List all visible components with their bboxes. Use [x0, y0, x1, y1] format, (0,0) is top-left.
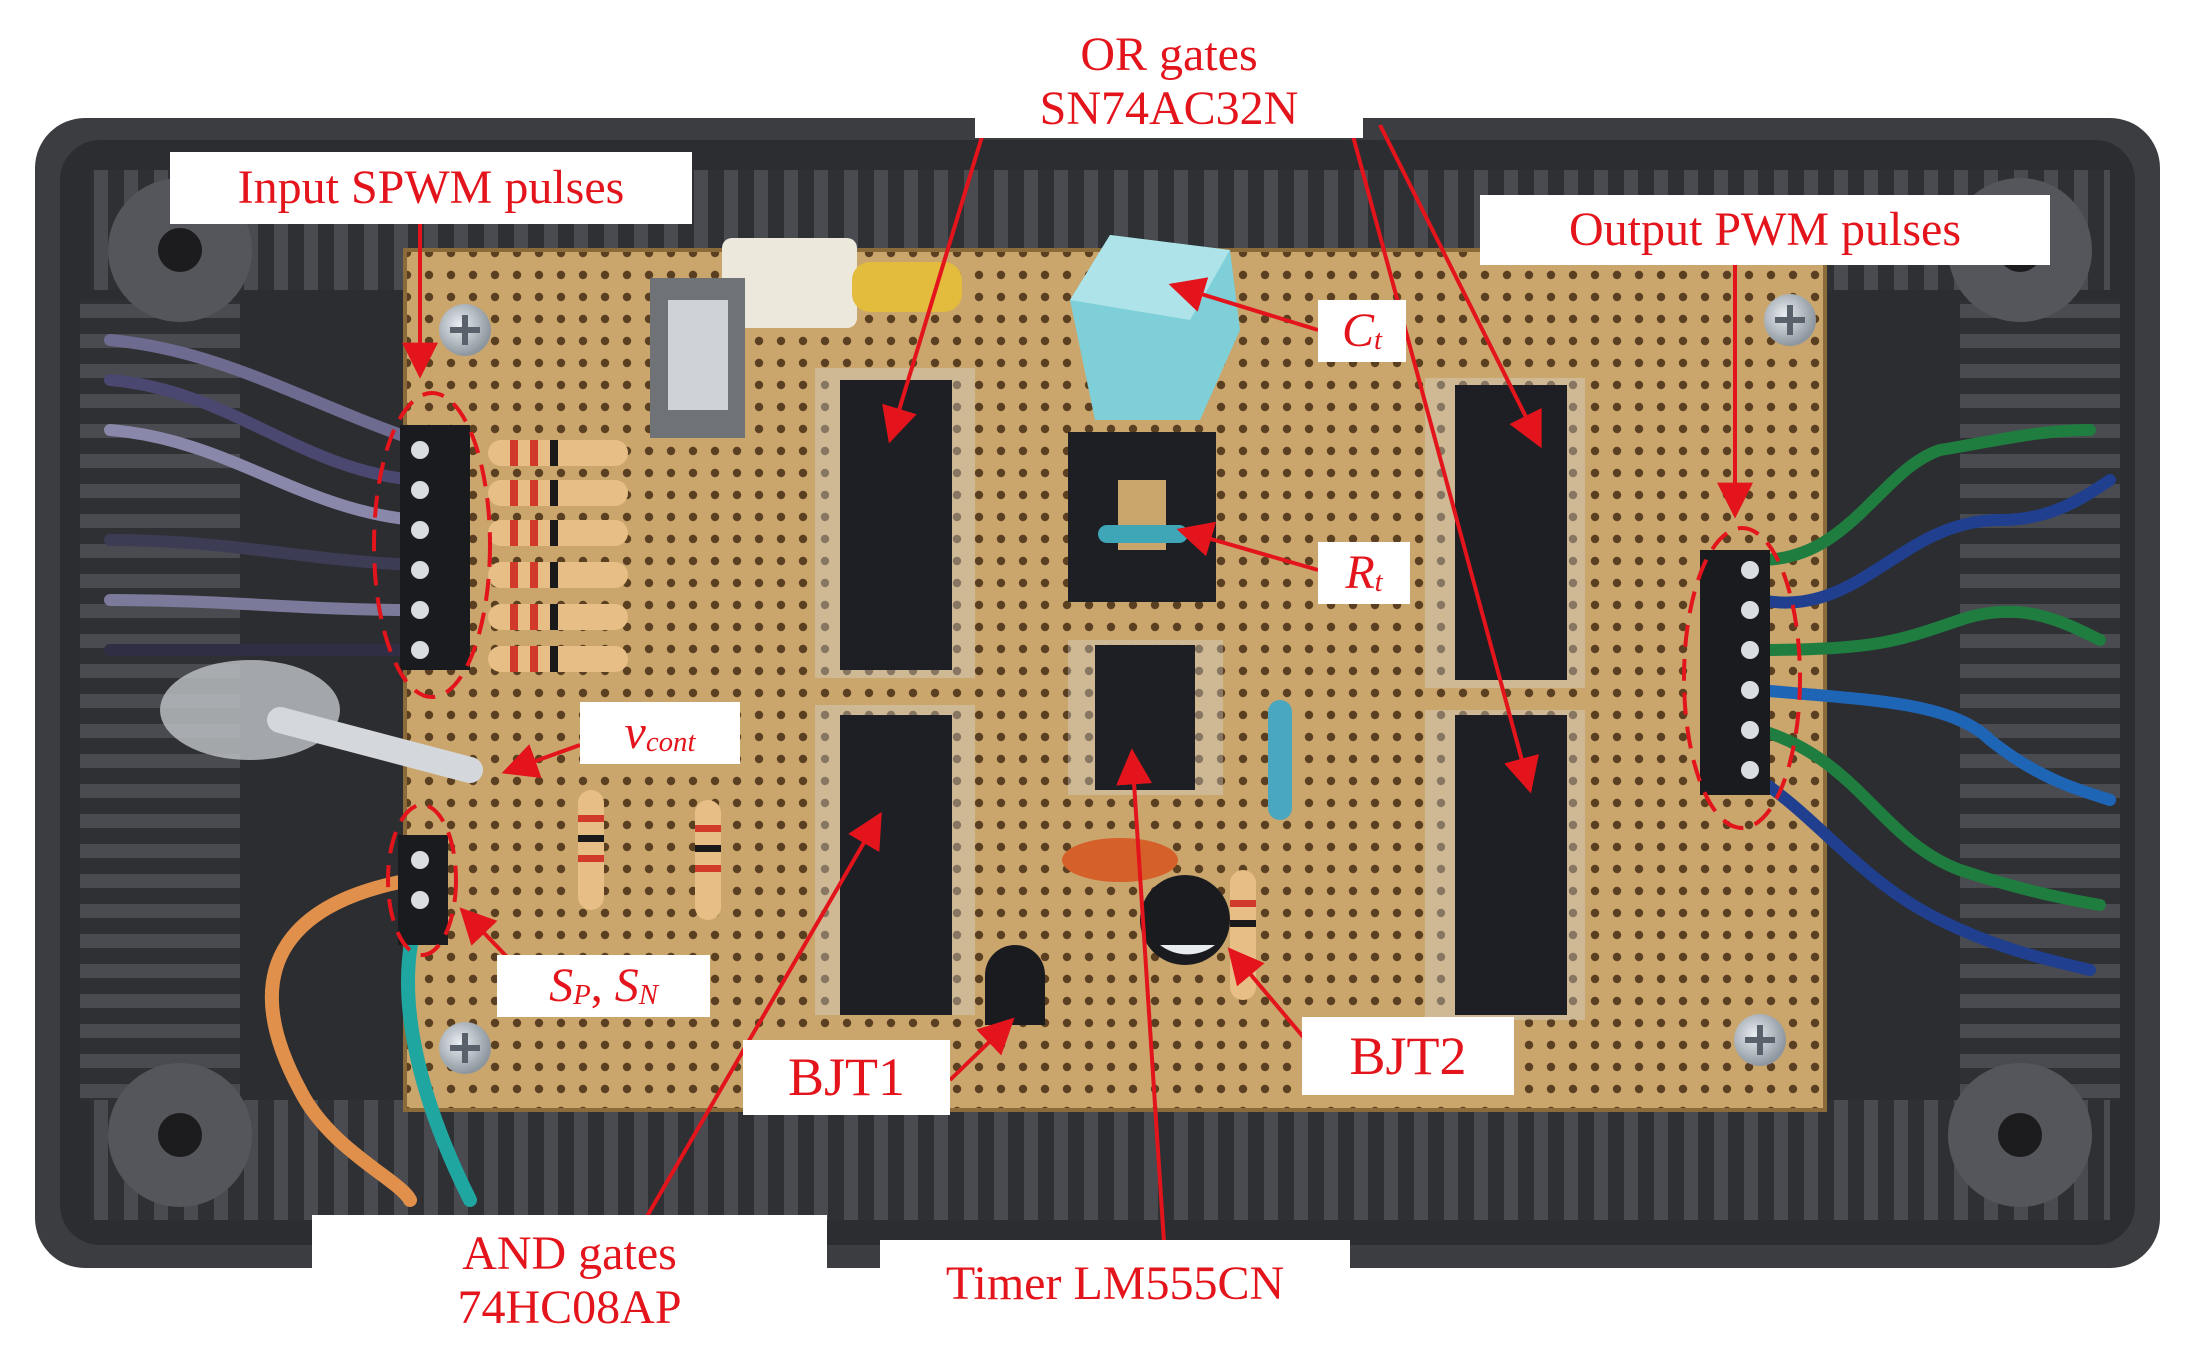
bjt2: [1140, 875, 1230, 965]
blue-resistor: [1268, 700, 1292, 820]
screw-icon: [1734, 1014, 1786, 1066]
label-rt-sub: t: [1374, 565, 1383, 598]
output-header: [1700, 550, 1770, 795]
label-bjt2: BJT2: [1302, 1017, 1514, 1095]
label-vcont: vcont: [580, 702, 740, 764]
label-sn-main: S: [614, 959, 639, 1012]
label-sp-sep: ,: [590, 959, 615, 1012]
bjt1: [985, 945, 1045, 1025]
label-timer: Timer LM555CN: [880, 1240, 1350, 1328]
tantalum-capacitor: [852, 262, 962, 312]
resistor: [695, 800, 721, 920]
label-vcont-sub: cont: [645, 725, 696, 758]
label-sp-sn: SP, SN: [497, 955, 710, 1017]
resistor: [1230, 870, 1256, 1000]
corner-boss: [108, 1063, 252, 1207]
label-rt-main: R: [1345, 546, 1375, 599]
input-header: [400, 425, 470, 670]
corner-boss: [1948, 1063, 2092, 1207]
ic-or-gate-2: [1425, 378, 1585, 688]
label-and-gates: AND gates 74HC08AP: [312, 1215, 827, 1365]
screw-icon: [439, 1022, 491, 1074]
ic-and-gate: [815, 705, 975, 1015]
resistor-bank: [488, 440, 628, 672]
film-capacitor: [722, 238, 857, 328]
label-ct-sub: t: [1374, 323, 1383, 356]
label-ct-main: C: [1341, 304, 1374, 357]
label-bjt1: BJT1: [743, 1040, 950, 1115]
input-wires: [104, 334, 421, 657]
coax-cable: [160, 660, 483, 783]
ceramic-capacitor: [1062, 838, 1178, 882]
ic-timer: [1068, 640, 1223, 795]
sp-sn-header: [398, 835, 448, 945]
label-vcont-main: v: [624, 706, 646, 759]
label-sn-sub: N: [638, 978, 658, 1011]
ic-socket-rt: [1068, 432, 1216, 602]
annotation-arrows: [402, 109, 1753, 1259]
label-or-line2: SN74AC32N: [1039, 81, 1299, 135]
ic-or-gate-3: [1425, 710, 1585, 1020]
screw-icon: [439, 304, 491, 356]
label-sp-sub: P: [573, 978, 591, 1011]
ic-or-gate-1: [815, 368, 975, 678]
label-and-line2: 74HC08AP: [457, 1280, 682, 1334]
label-and-line1: AND gates: [462, 1227, 677, 1280]
label-rt: Rt: [1318, 542, 1410, 604]
label-input-spwm: Input SPWM pulses: [170, 152, 692, 224]
highlight-ellipses: [372, 391, 1802, 957]
label-or-gates: OR gates SN74AC32N: [975, 28, 1363, 138]
resistor: [578, 790, 604, 910]
label-sp-main: S: [549, 959, 574, 1012]
label-ct: Ct: [1318, 300, 1406, 362]
screw-icon: [1764, 294, 1816, 346]
regulator: [650, 278, 745, 438]
output-wires: [1754, 424, 2116, 976]
label-output-pwm: Output PWM pulses: [1480, 195, 2050, 265]
label-or-line1: OR gates: [1080, 28, 1258, 81]
